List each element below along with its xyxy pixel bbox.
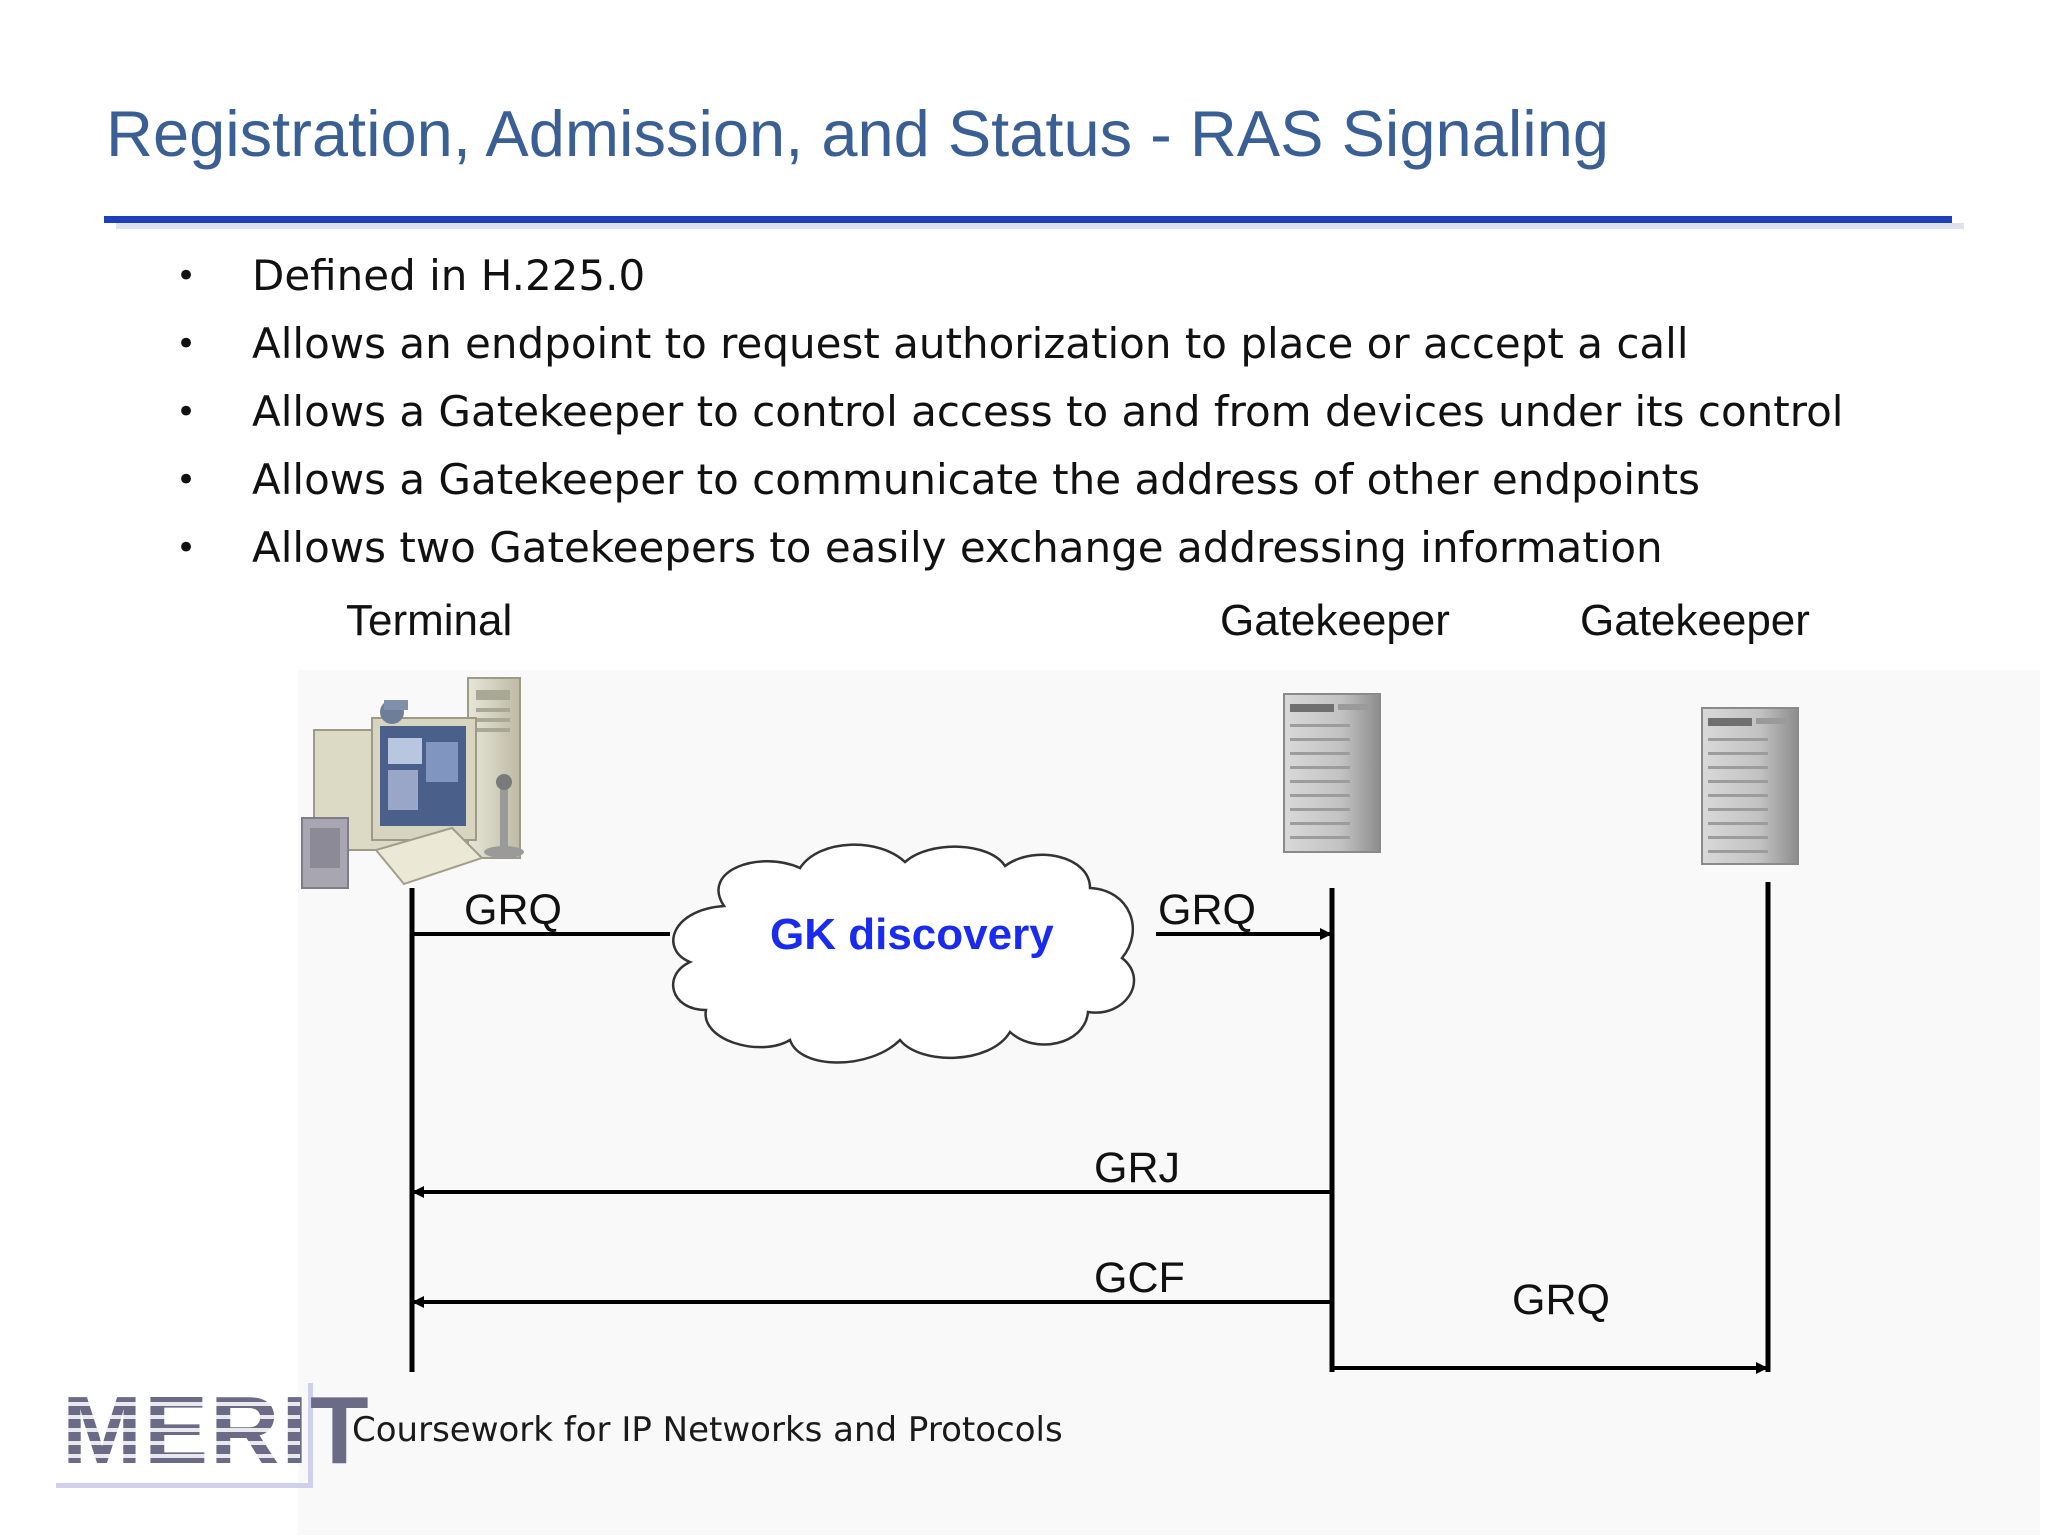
- bullet-icon: •: [176, 460, 197, 500]
- logo-frame: [56, 1383, 313, 1488]
- grq-gatekeeper-label: GRQ: [1158, 886, 1256, 934]
- bullet-text: Allows two Gatekeepers to easily exchang…: [252, 523, 1663, 572]
- gk-discovery-label: GK discovery: [770, 910, 1054, 959]
- workstation-icon: [301, 677, 524, 889]
- bullet-icon: •: [176, 324, 197, 364]
- bullet-text: Allows a Gatekeeper to communicate the a…: [252, 455, 1700, 504]
- title-rule: [104, 216, 1952, 223]
- logo-stripes: [60, 1393, 300, 1473]
- gcf-label: GCF: [1094, 1254, 1185, 1302]
- footer-text: Coursework for IP Networks and Protocols: [352, 1410, 1063, 1450]
- grq-terminal-label: GRQ: [464, 886, 562, 934]
- server-tower-icon: [1701, 707, 1799, 865]
- bullet-icon: •: [176, 392, 197, 432]
- bullet-text: Allows an endpoint to request authorizat…: [252, 319, 1689, 368]
- bullet-icon: •: [176, 528, 197, 568]
- gatekeeper-label-2: Gatekeeper: [1580, 596, 1810, 645]
- bullet-text: Defined in H.225.0: [252, 251, 646, 300]
- slide-title: Registration, Admission, and Status - RA…: [106, 97, 1609, 170]
- grq-gk-to-gk-label: GRQ: [1512, 1276, 1610, 1324]
- grq-gk-to-gk-arrow: [1330, 1302, 1768, 1374]
- bullet-text: Allows a Gatekeeper to control access to…: [252, 387, 1844, 436]
- title-rule-shadow: [116, 223, 1964, 229]
- terminal-label: Terminal: [346, 596, 513, 645]
- merit-logo: MERIT: [56, 1381, 369, 1489]
- grj-label: GRJ: [1094, 1144, 1180, 1192]
- gk-discovery-cloud: [672, 843, 1136, 1064]
- server-tower-icon: [1283, 693, 1381, 853]
- gatekeeper-label-1: Gatekeeper: [1220, 596, 1450, 645]
- bullet-icon: •: [176, 256, 197, 296]
